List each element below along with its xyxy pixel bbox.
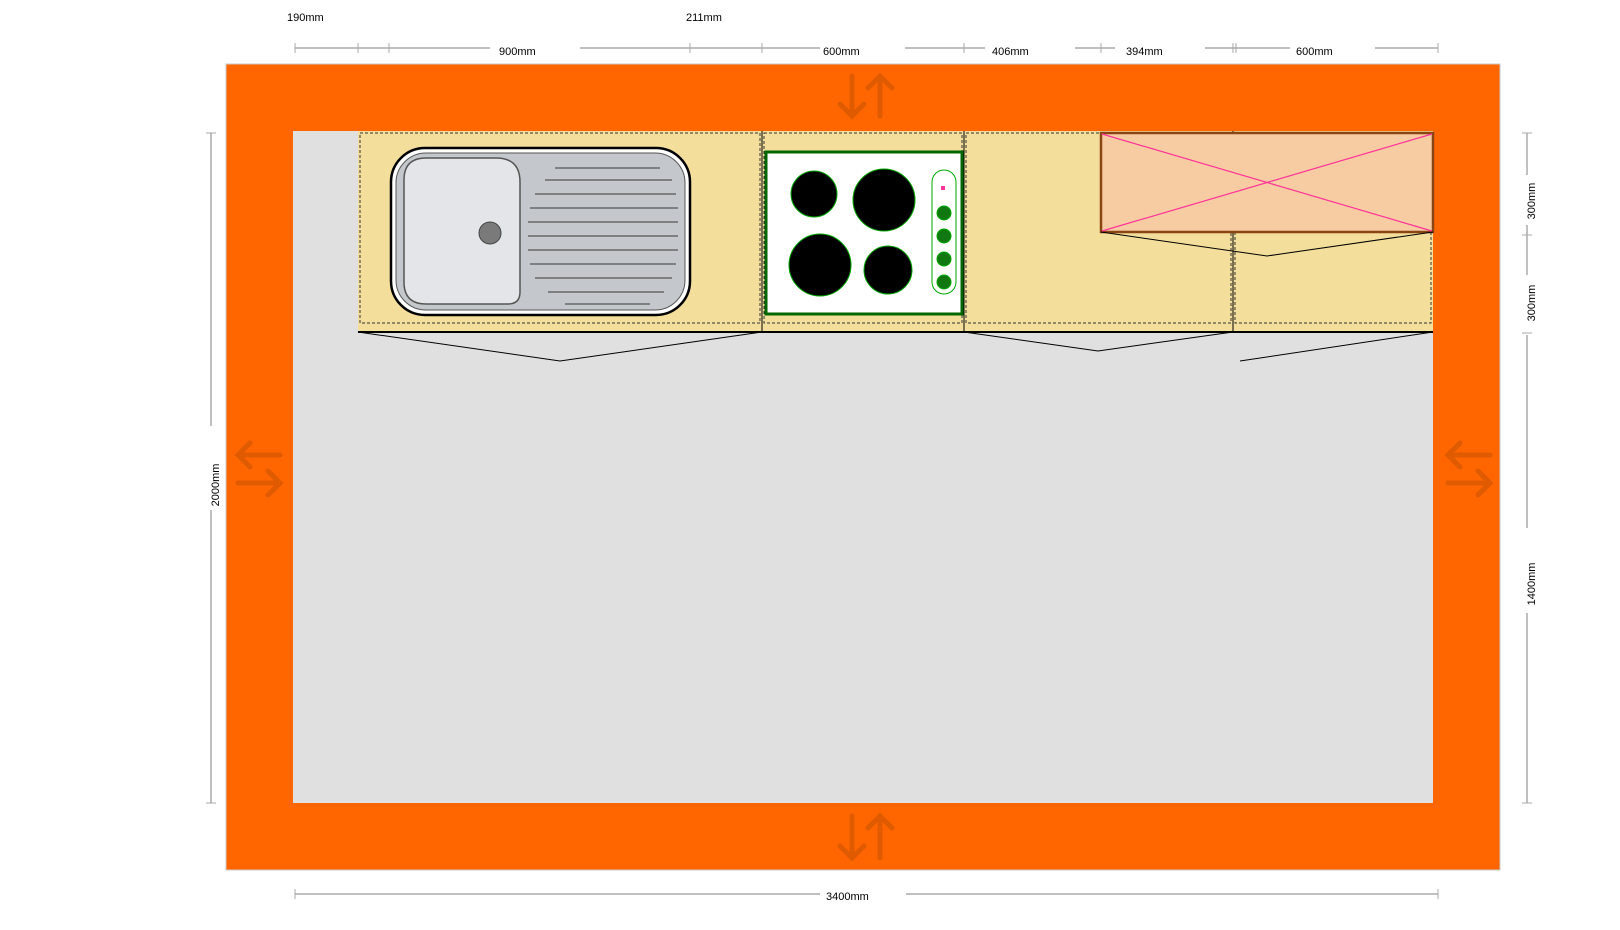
tall-unit-cross-icon xyxy=(1101,133,1433,232)
wall-arrow-icon[interactable] xyxy=(1444,440,1494,498)
dim-label-top2-1: 600mm xyxy=(823,46,860,58)
dim-label-top1-0: 190mm xyxy=(287,12,324,24)
wall-arrow-icon[interactable] xyxy=(837,72,895,120)
sink-drain xyxy=(478,221,502,245)
wall-arrow-icon[interactable] xyxy=(234,440,284,498)
hob-icon[interactable] xyxy=(764,150,964,316)
burner xyxy=(852,168,916,232)
burner xyxy=(790,170,838,218)
hob-knob xyxy=(936,228,952,244)
burner xyxy=(788,233,852,297)
dim-label-top2-4: 600mm xyxy=(1296,46,1333,58)
wall-arrow-icon[interactable] xyxy=(837,812,895,862)
sink-icon[interactable] xyxy=(389,146,692,317)
tall-unit[interactable] xyxy=(1099,131,1435,257)
dim-label-top1-1: 211mm xyxy=(686,12,722,24)
hob-knob xyxy=(936,274,952,290)
dim-label-top2-2: 406mm xyxy=(992,46,1029,58)
hob-knob xyxy=(936,205,952,221)
dimension-lines xyxy=(206,43,1532,899)
dim-label-right-2: 1400mm xyxy=(1526,563,1538,606)
dim-label-top2-0: 900mm xyxy=(499,46,536,58)
hob-knob xyxy=(936,251,952,267)
dim-label-left: 2000mm xyxy=(210,464,222,507)
dim-label-top2-3: 394mm xyxy=(1126,46,1163,58)
dim-label-bottom: 3400mm xyxy=(826,891,869,903)
burner xyxy=(863,245,913,295)
dim-label-right-0: 300mm xyxy=(1526,183,1538,220)
dim-label-right-1: 300mm xyxy=(1526,285,1538,322)
